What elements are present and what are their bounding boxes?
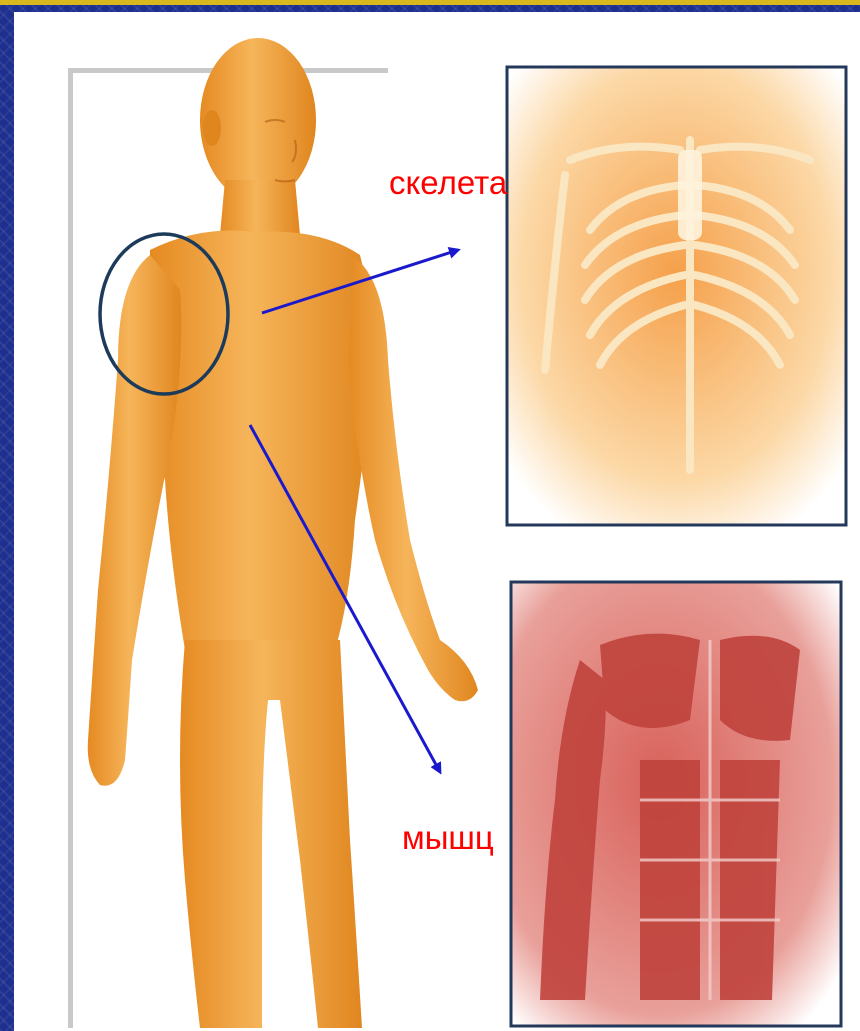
label-skeleton: скелета [389, 166, 507, 199]
label-muscles: мышц [402, 821, 494, 854]
skeleton-torso-illustration [507, 67, 846, 525]
muscle-torso-illustration [511, 582, 841, 1026]
